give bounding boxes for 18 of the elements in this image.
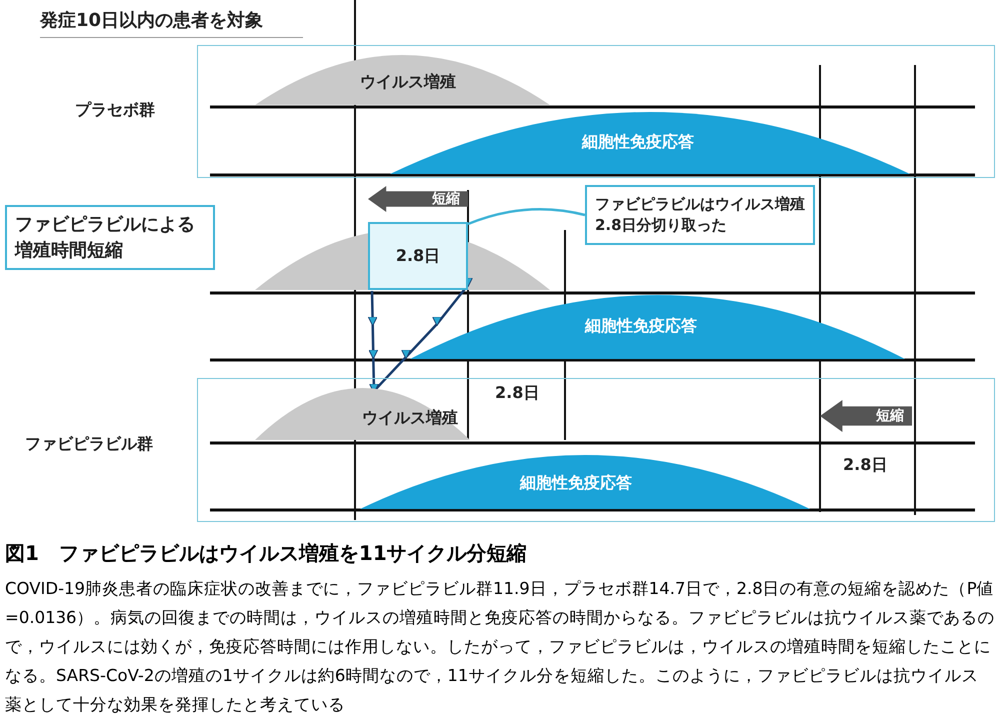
leader-line	[468, 208, 586, 226]
note-box: ファビピラビルによる増殖時間短縮	[5, 205, 215, 270]
condition-note: 発症10日以内の患者を対象	[40, 8, 304, 38]
hump-label: ウイルス増殖	[362, 408, 458, 429]
hump-label: 細胞性免疫応答	[585, 316, 697, 337]
highlight-box: 2.8日	[368, 222, 468, 290]
duration-label: 2.8日	[843, 455, 888, 476]
arrow-label: 短縮	[876, 407, 904, 425]
duration-label: 2.8日	[495, 383, 540, 404]
group-label: プラセボ群	[75, 100, 155, 121]
hump-label: ウイルス増殖	[360, 72, 456, 93]
figure-caption: COVID-19肺炎患者の臨床症状の改善までに，ファビピラビル群11.9日，プラセボ群14.7日で，2.8日の有意の短縮を認めた（P値=0.0136）。病気の回復までの時間は，ウイルスの増殖時間と免疫応答の時間からなる。ファビピラビルは抗ウイルス薬であるので，ウイルスには効くが，免疫応答時間には作用しない。したがって，ファビピラビルは，ウイルスの増殖時間を短縮したことになる。SARS-CoV-2の増殖の1サイクルは約6時間なので，11サイクル分を短縮した。このように，ファビピラビルは抗ウイルス薬として十分な効果を発揮したと考えている	[5, 578, 995, 716]
hump-label: 細胞性免疫応答	[520, 473, 632, 494]
group-label: ファビピラビル群	[25, 434, 153, 455]
hump-label: 細胞性免疫応答	[582, 132, 694, 153]
callout-box: ファビピラビルはウイルス増殖2.8日分切り取った	[585, 185, 815, 245]
arrow-label: 短縮	[432, 190, 460, 208]
figure-title: 図1 ファビピラビルはウイルス増殖を11サイクル分短縮	[5, 540, 527, 567]
